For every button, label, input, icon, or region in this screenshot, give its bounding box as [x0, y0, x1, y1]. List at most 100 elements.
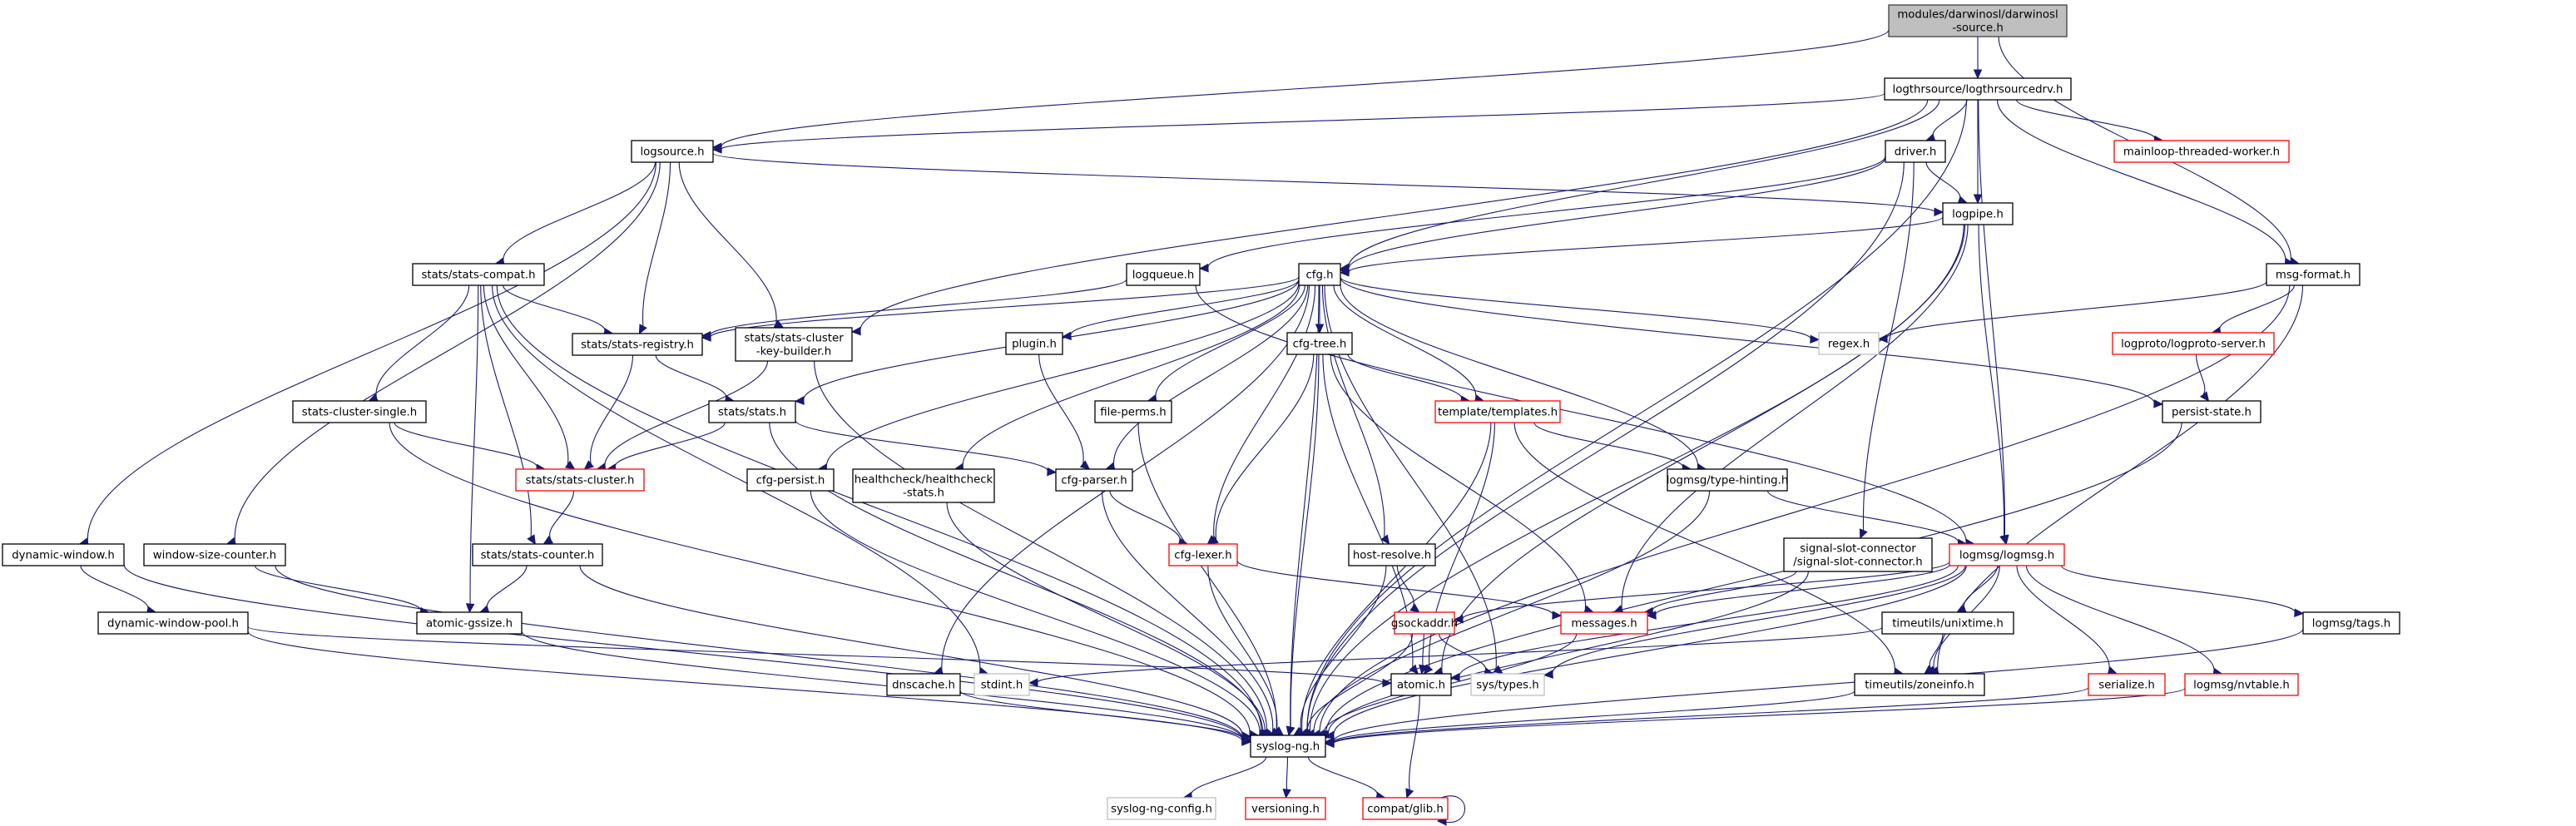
edge-logpipe-to-logmsg	[1978, 224, 2009, 546]
node-fileperms[interactable]: file-perms.h	[1094, 400, 1172, 423]
node-healthcheck[interactable]: healthcheck/healthcheck-stats.h	[852, 468, 995, 503]
edge-statscluster-to-statscounter	[542, 490, 575, 545]
node-signalslot[interactable]: signal-slot-connector/signal-slot-connec…	[1783, 537, 1933, 572]
node-templates[interactable]: template/templates.h	[1434, 400, 1561, 423]
edge-plugin-to-cfgparser	[1038, 354, 1091, 470]
arrowhead	[1643, 606, 1654, 616]
arrowhead	[1859, 528, 1868, 540]
arrowhead	[1877, 334, 1888, 344]
node-label: cfg-persist.h	[756, 475, 825, 487]
node-regex[interactable]: regex.h	[1818, 332, 1880, 355]
node-logsource[interactable]: logsource.h	[631, 140, 714, 163]
node-atomic[interactable]: atomic.h	[1390, 673, 1452, 696]
node-systypes[interactable]: sys/types.h	[1470, 673, 1545, 696]
node-msgformat[interactable]: msg-format.h	[2266, 263, 2361, 286]
node-logpipe[interactable]: logpipe.h	[1942, 202, 2014, 225]
node-glib[interactable]: compat/glib.h	[1362, 797, 1449, 820]
node-logprotoserver[interactable]: logproto/logproto-server.h	[2112, 332, 2275, 355]
node-statscompat[interactable]: stats/stats-compat.h	[412, 263, 545, 286]
node-stdint[interactable]: stdint.h	[973, 673, 1030, 696]
node-label: logproto/logproto-server.h	[2121, 339, 2266, 351]
node-box	[1434, 400, 1561, 423]
node-persiststate[interactable]: persist-state.h	[2162, 400, 2261, 423]
node-plugin[interactable]: plugin.h	[1005, 332, 1063, 355]
arrowhead	[564, 460, 576, 470]
node-box	[1942, 202, 2014, 225]
edge-statscompat-to-atomicgssize	[465, 284, 479, 614]
edge-logmsg-to-systypes	[1543, 565, 1966, 679]
node-syslogng[interactable]: syslog-ng.h	[1250, 734, 1326, 758]
node-cfgparser[interactable]: cfg-parser.h	[1055, 468, 1133, 492]
node-statskeybuilder[interactable]: stats/stats-cluster-key-builder.h	[735, 327, 853, 362]
edge-logmsg-to-unixtime	[1956, 565, 1999, 613]
node-stats[interactable]: stats/stats.h	[708, 400, 796, 423]
node-label: cfg-parser.h	[1061, 475, 1127, 487]
node-cfgpersist[interactable]: cfg-persist.h	[746, 468, 835, 492]
node-box	[1250, 734, 1326, 758]
node-versioning[interactable]: versioning.h	[1245, 797, 1326, 820]
node-mainloop[interactable]: mainloop-threaded-worker.h	[2113, 140, 2290, 163]
arrowhead	[1646, 611, 1657, 620]
node-cfgtree[interactable]: cfg-tree.h	[1286, 332, 1353, 355]
node-statscluster[interactable]: stats/stats-cluster.h	[515, 468, 645, 492]
node-typehinting[interactable]: logmsg/type-hinting.h	[1667, 468, 1789, 492]
edge-dynwindow-to-dynwindowpool	[80, 565, 157, 615]
edge-statsregistry-to-stats	[655, 354, 736, 404]
node-statsregistry[interactable]: stats/stats-registry.h	[572, 333, 703, 356]
node-unixtime[interactable]: timeutils/unixtime.h	[1881, 611, 2014, 635]
edge-cfg-to-fileperms	[1147, 284, 1305, 403]
node-box	[1107, 797, 1216, 820]
node-zoneinfo[interactable]: timeutils/zoneinfo.h	[1854, 673, 1985, 696]
node-nvtable[interactable]: logmsg/nvtable.h	[2184, 673, 2299, 696]
edge-cfgtree-to-templates	[1347, 354, 1471, 404]
edge-logmsg-to-atomic	[1449, 565, 1959, 682]
node-box	[1126, 263, 1201, 286]
edge-logthrsourcedrv-to-msgformat	[1996, 99, 2295, 267]
node-box	[1390, 673, 1452, 696]
node-dynwindowpool[interactable]: dynamic-window-pool.h	[97, 611, 249, 635]
arrowhead	[1543, 670, 1553, 679]
node-dnscache[interactable]: dnscache.h	[886, 673, 961, 696]
edge-cfglexer-to-messages	[1236, 560, 1563, 620]
node-serialize[interactable]: serialize.h	[2088, 673, 2166, 696]
node-logthrsourcedrv[interactable]: logthrsource/logthrsourcedrv.h	[1884, 77, 2072, 101]
node-label: cfg-lexer.h	[1174, 550, 1231, 562]
node-cfglexer[interactable]: cfg-lexer.h	[1168, 543, 1238, 566]
node-atomicgssize[interactable]: atomic-gssize.h	[416, 611, 523, 635]
node-gsockaddr[interactable]: gsockaddr.h	[1391, 611, 1458, 635]
node-box	[2266, 263, 2361, 286]
node-driver[interactable]: driver.h	[1885, 140, 1946, 163]
node-label: persist-state.h	[2172, 407, 2252, 419]
arrowhead	[1028, 678, 1038, 687]
node-box	[1783, 537, 1933, 572]
node-box	[1005, 332, 1063, 355]
node-root[interactable]: modules/darwinosl/darwinosl-source.h	[1888, 4, 2068, 37]
node-dynwindow[interactable]: dynamic-window.h	[2, 543, 125, 566]
node-label: modules/darwinosl/darwinosl	[1897, 9, 2058, 22]
node-label: logpipe.h	[1952, 209, 2004, 221]
node-label: timeutils/unixtime.h	[1892, 618, 2004, 631]
arrowhead	[1405, 788, 1414, 799]
node-winsizecounter[interactable]: window-size-counter.h	[143, 543, 286, 566]
arrowhead	[1409, 603, 1420, 613]
node-statscounter[interactable]: stats/stats-counter.h	[472, 543, 603, 566]
node-tags[interactable]: logmsg/tags.h	[2302, 611, 2400, 635]
node-cfg[interactable]: cfg.h	[1298, 263, 1341, 286]
node-box	[2088, 673, 2166, 696]
node-label: dynamic-window.h	[12, 550, 115, 562]
arrowhead	[1273, 726, 1285, 736]
edge-zoneinfo-to-syslogng	[1324, 690, 1855, 747]
arrowhead	[1449, 672, 1460, 682]
node-logqueue[interactable]: logqueue.h	[1126, 263, 1201, 286]
edge-cfg-to-persiststate	[1340, 277, 2164, 408]
node-syslogngconfig[interactable]: syslog-ng-config.h	[1107, 797, 1216, 820]
node-box	[1245, 797, 1326, 820]
edge-driver-to-cfg	[1339, 157, 1886, 275]
node-messages[interactable]: messages.h	[1560, 611, 1648, 635]
node-statsclustersingle[interactable]: stats-cluster-single.h	[292, 400, 427, 423]
node-logmsg[interactable]: logmsg/logmsg.h	[1949, 543, 2065, 566]
node-box	[97, 611, 249, 635]
node-hostresolve[interactable]: host-resolve.h	[1348, 543, 1436, 566]
edge-gsockaddr-to-atomic	[1419, 633, 1428, 675]
